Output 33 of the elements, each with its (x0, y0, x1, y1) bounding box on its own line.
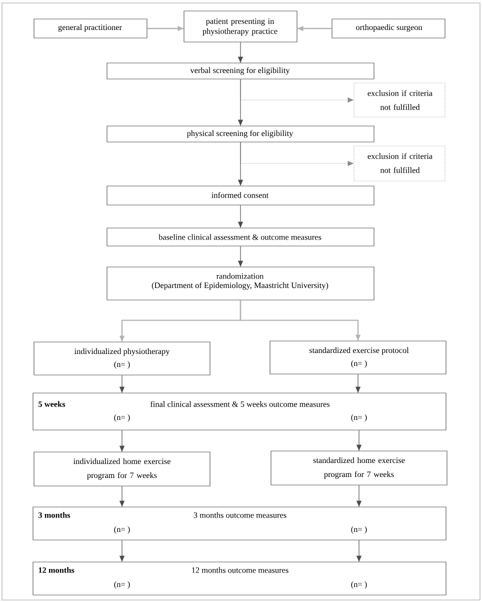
process-box: verbal screening for eligibility (106, 62, 374, 80)
process-box: 5 weeks final clinical assessment & 5 weeks outcome measures (n= ) (n= ) (32, 392, 446, 430)
arrow (356, 540, 362, 562)
arrow (355, 374, 361, 393)
process-box: baseline clinical assessment & outcome measures (106, 228, 374, 246)
arrow (238, 246, 244, 267)
process-box: randomization (Department of Epidemiology, Maastricht University) (106, 266, 374, 300)
arrow (238, 205, 244, 228)
arrow (119, 486, 125, 507)
arrow (240, 300, 361, 341)
arrow (297, 26, 332, 32)
arrow (238, 142, 244, 186)
process-box: 12 months 12 months outcome measures (n= ) (n= ) (32, 562, 446, 596)
arrow (119, 540, 125, 562)
arrow (356, 430, 362, 451)
dashed-box: exclusion if criteria not fulfilled (354, 82, 446, 118)
process-box: 3 months 3 months outcome measures (n= ) (n= ) (32, 506, 446, 540)
process-box: physical screening for eligibility (106, 126, 374, 142)
arrow (147, 26, 184, 32)
process-box: orthopaedic surgeon (332, 18, 446, 38)
process-box: individualized physiotherapy (n= ) (34, 342, 210, 376)
arrow (119, 430, 125, 452)
process-box: informed consent (106, 186, 374, 206)
process-box: standardized exercise protocol (n= ) (270, 340, 446, 374)
arrow (356, 485, 362, 507)
process-box: patient presenting in physiotherapy practice (184, 10, 298, 42)
arrow (238, 42, 244, 63)
process-box: standardized home exercise program for 7 weeks (270, 450, 448, 486)
dashed-box: exclusion if criteria not fulfilled (354, 146, 446, 182)
process-box: general practitioner (34, 18, 148, 38)
process-box: individualized home exercise program for 7 weeks (34, 452, 210, 486)
arrow (119, 375, 125, 393)
arrow (238, 79, 244, 126)
